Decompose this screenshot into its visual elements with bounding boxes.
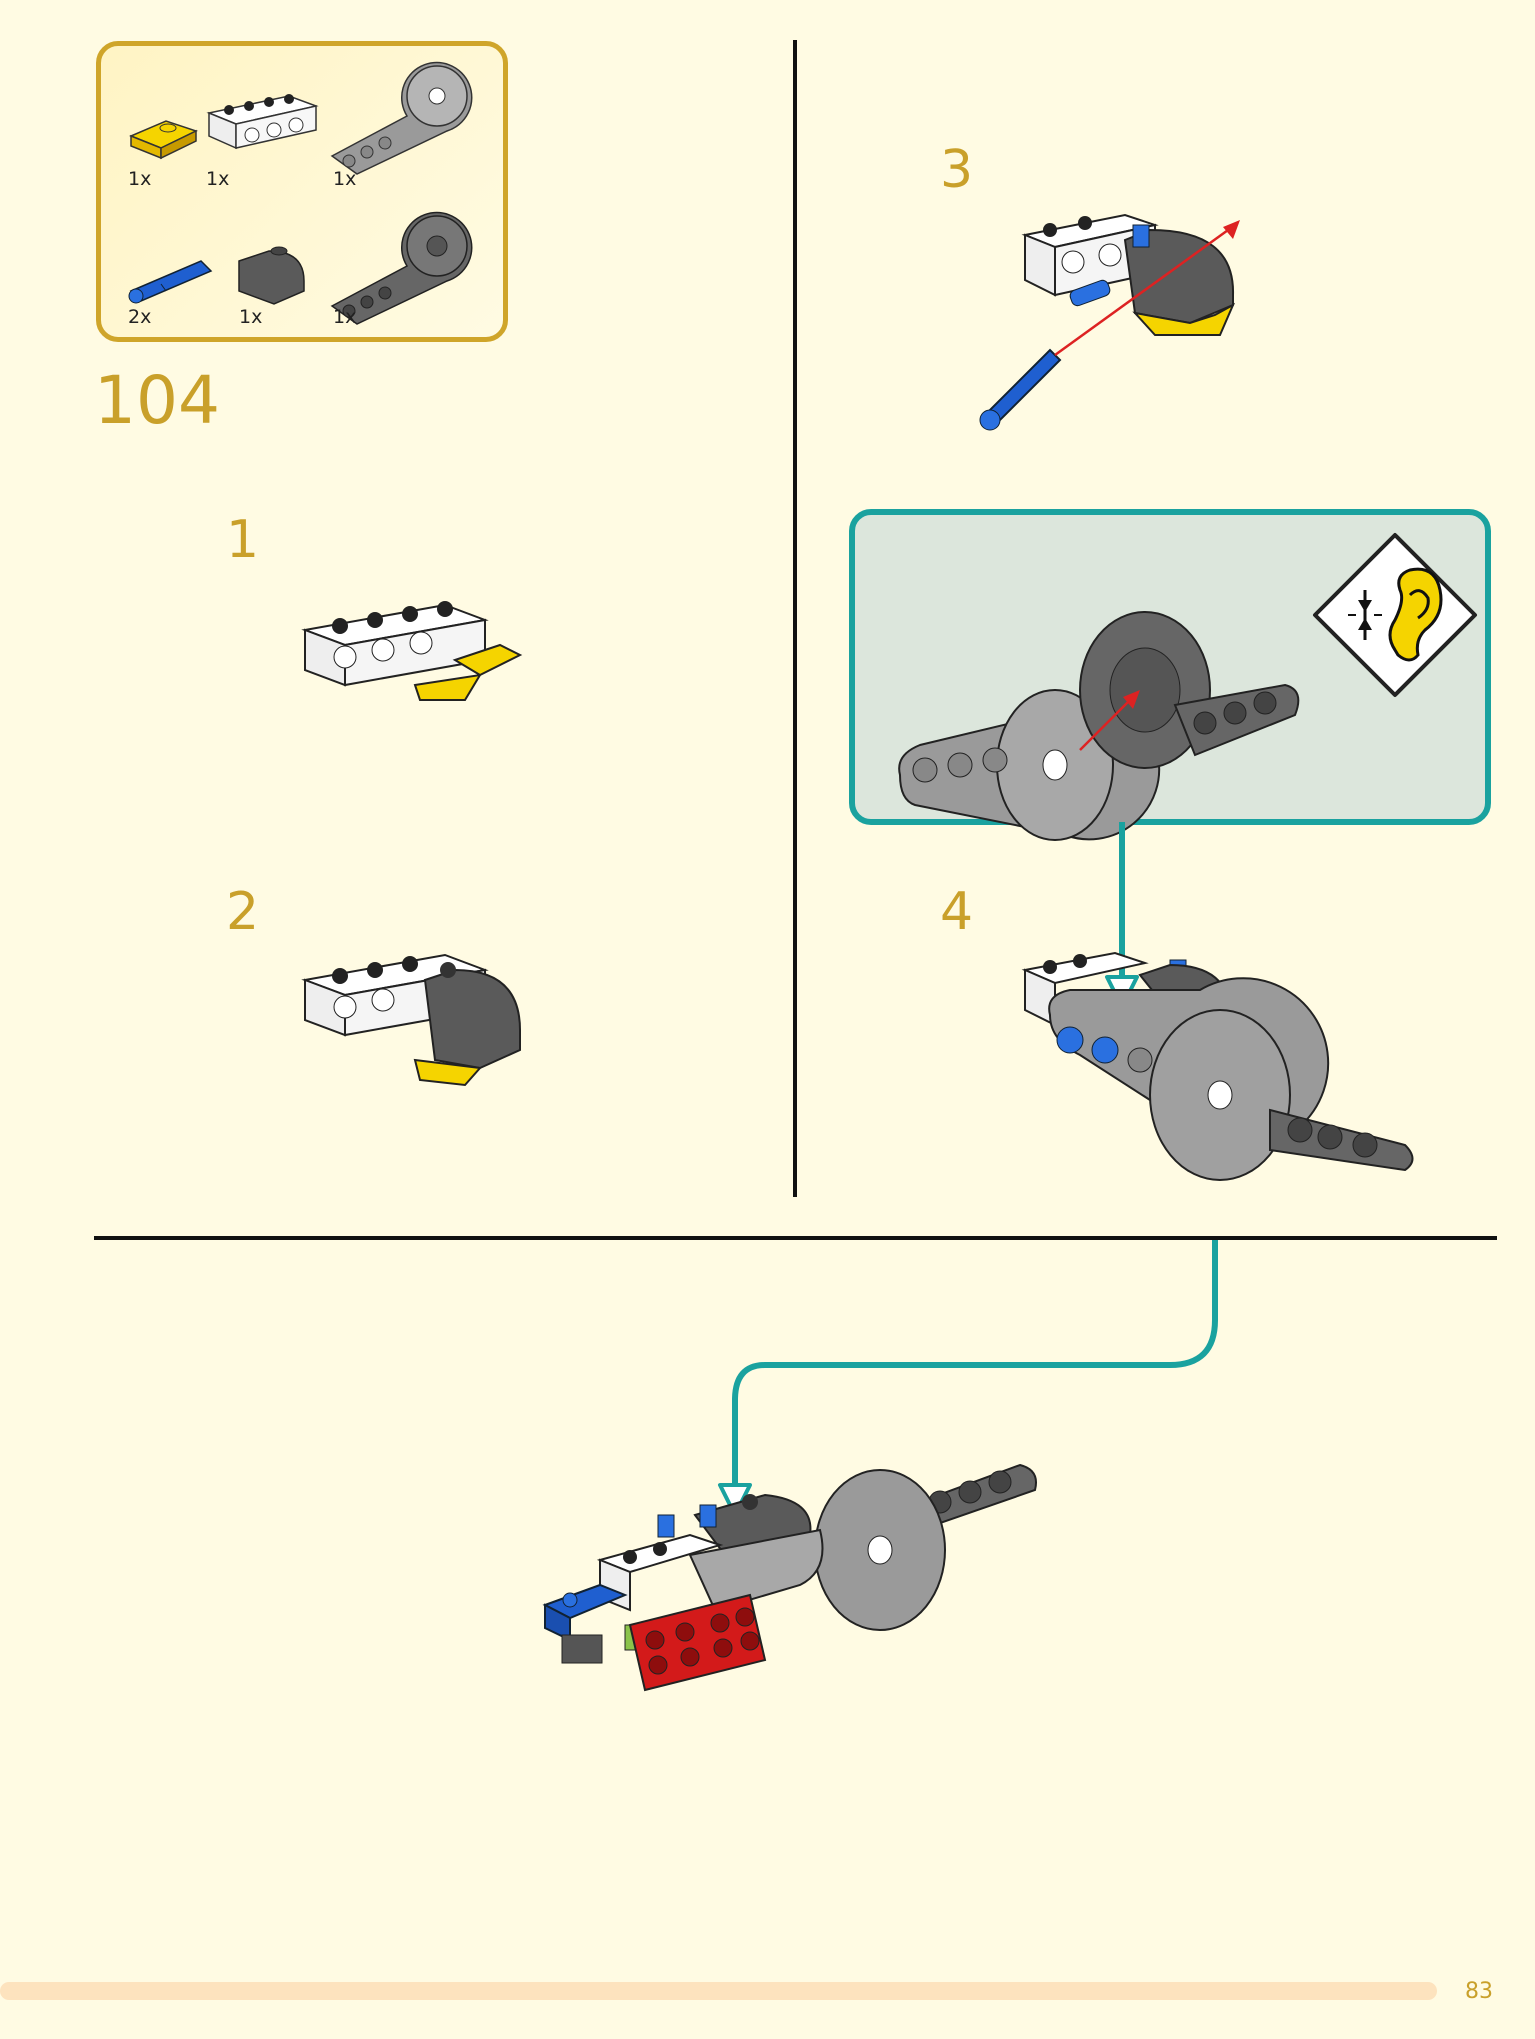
step-2-illustration — [301, 953, 521, 1087]
step-3-number: 3 — [940, 140, 974, 200]
step-3-illustration — [979, 213, 1240, 431]
yellow-plate-icon — [129, 120, 198, 160]
vertical-divider — [793, 40, 797, 1197]
listen-click-icon — [1313, 533, 1477, 697]
parts-list-box: 1x 1x 1x 2x 1x 1x — [96, 41, 508, 342]
parts-qty-6: 1x — [333, 306, 357, 328]
blue-pin-icon — [128, 260, 213, 304]
step-1-illustration — [301, 601, 523, 701]
page-step-number: 104 — [94, 362, 220, 439]
parts-qty-3: 1x — [333, 168, 357, 190]
parts-qty-5: 1x — [239, 306, 263, 328]
horizontal-divider — [94, 1236, 1497, 1240]
callout-arm-illustration — [898, 611, 1300, 841]
sub-assembly-callout — [849, 509, 1491, 841]
page-number: 83 — [1465, 1979, 1493, 2004]
parts-qty-4: 2x — [128, 306, 152, 328]
parts-qty-2: 1x — [206, 168, 230, 190]
white-technic-brick-icon — [206, 94, 319, 150]
step-4-number: 4 — [940, 882, 974, 942]
dark-gray-slope-icon — [238, 246, 305, 305]
step-2-number: 2 — [226, 882, 260, 942]
step-1-number: 1 — [226, 510, 260, 570]
dark-gray-technic-arm-icon — [330, 211, 473, 325]
footer-progress-bar — [0, 1982, 1437, 2000]
final-model-illustration — [542, 1463, 1037, 1692]
gray-technic-arm-icon — [330, 61, 473, 175]
step-4-illustration — [1021, 951, 1414, 1181]
parts-qty-1: 1x — [128, 168, 152, 190]
